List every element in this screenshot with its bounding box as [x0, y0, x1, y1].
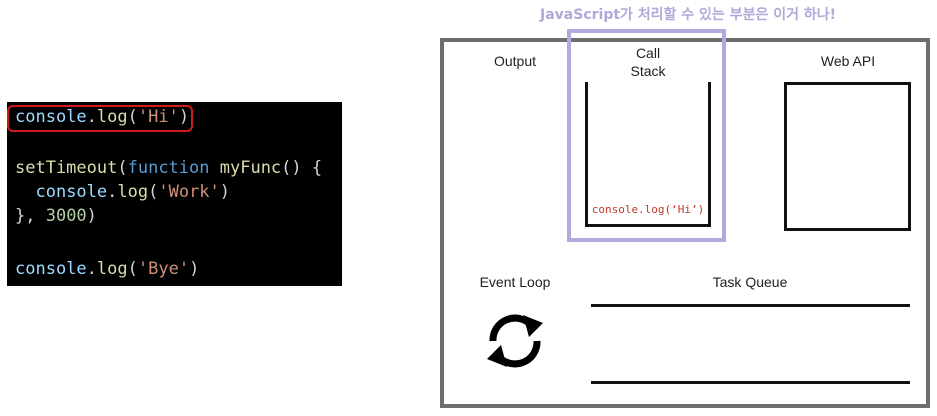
code-line-1: console.log('Hi') — [15, 107, 190, 127]
event-loop-label: Event Loop — [479, 274, 551, 290]
event-loop-icon — [487, 314, 543, 368]
runtime-frame — [440, 38, 930, 408]
call-stack-label-line1: Call — [635, 45, 661, 61]
call-stack-label-line2: Stack — [630, 63, 666, 79]
call-stack-highlight — [567, 29, 726, 242]
code-panel: console.log('Hi') setTimeout(function my… — [7, 102, 342, 286]
call-stack-note: JavaScript가 처리할 수 있는 부분은 이거 하나! — [540, 7, 836, 23]
call-stack: console.log(‘Hi’) — [585, 82, 711, 227]
web-api-label: Web API — [820, 53, 876, 69]
code-line-4: }, 3000) — [15, 206, 97, 226]
code-line-2: setTimeout(function myFunc() { — [15, 158, 323, 178]
stack-item: console.log(‘Hi’) — [591, 203, 705, 216]
web-api-box — [784, 82, 911, 231]
current-line-highlight — [7, 105, 193, 132]
task-queue-top-line — [591, 304, 910, 307]
output-label: Output — [493, 53, 537, 69]
task-queue-bottom-line — [591, 381, 910, 384]
call-stack-label: Call Stack — [608, 44, 688, 80]
task-queue-label: Task Queue — [712, 274, 788, 290]
code-line-3: console.log('Work') — [35, 182, 231, 202]
code-line-5: console.log('Bye') — [15, 259, 200, 279]
